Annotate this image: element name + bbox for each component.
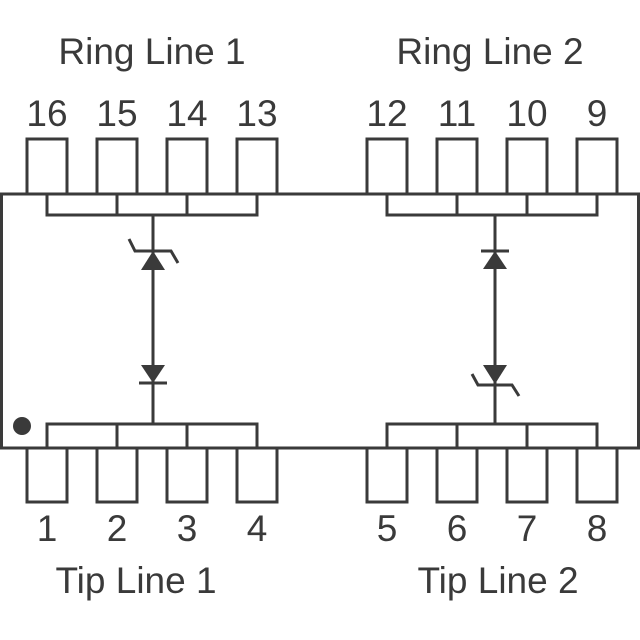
left-zener-diode	[127, 238, 180, 270]
pin-9	[575, 137, 619, 196]
tip-line-1-bus	[45, 422, 259, 450]
pin-number-4: 4	[247, 508, 268, 549]
pin-1-indicator-dot	[13, 417, 31, 435]
pin-number-16: 16	[26, 93, 67, 134]
pin-14	[165, 137, 209, 196]
tip-line-1-label: Tip Line 1	[55, 560, 216, 601]
pin-number-14: 14	[166, 93, 207, 134]
left-zener-triangle	[141, 251, 165, 270]
pin-1	[25, 446, 69, 504]
pin-number-12: 12	[366, 93, 407, 134]
pin-number-5: 5	[377, 508, 398, 549]
pin-number-7: 7	[517, 508, 538, 549]
pin-4	[235, 446, 279, 504]
pin-number-8: 8	[587, 508, 608, 549]
pin-10	[505, 137, 549, 196]
right-zener-bar	[470, 373, 521, 397]
top-pins	[25, 137, 619, 196]
tip-line-2-bus	[385, 422, 599, 450]
pin-number-9: 9	[587, 93, 608, 134]
right-zener-diode	[470, 365, 521, 397]
pin-7	[505, 446, 549, 504]
pin-number-13: 13	[236, 93, 277, 134]
right-protection-circuit	[470, 215, 521, 424]
pin-12	[365, 137, 409, 196]
pin-number-10: 10	[506, 93, 547, 134]
tip-line-2-label: Tip Line 2	[417, 560, 578, 601]
package-body	[0, 192, 640, 450]
pin-3	[165, 446, 209, 504]
pin-number-2: 2	[107, 508, 128, 549]
ring-line-2-bus	[385, 192, 599, 217]
left-zener-bar	[127, 238, 180, 264]
pin-number-1: 1	[37, 508, 58, 549]
ring-line-2-label: Ring Line 2	[396, 31, 583, 72]
pin-5	[365, 446, 409, 504]
pin-15	[95, 137, 139, 196]
pin-2	[95, 446, 139, 504]
pin-8	[575, 446, 619, 504]
bottom-pins	[25, 446, 619, 504]
pin-13	[235, 137, 279, 196]
pin-16	[25, 137, 69, 196]
pin-number-15: 15	[96, 93, 137, 134]
ring-line-1-bus	[45, 192, 259, 217]
right-diode	[481, 249, 509, 269]
pin-number-6: 6	[447, 508, 468, 549]
bus-bars	[45, 192, 599, 450]
pin-6	[435, 446, 479, 504]
left-diode-triangle	[141, 365, 165, 383]
left-diode	[139, 365, 167, 385]
ring-line-1-label: Ring Line 1	[58, 31, 245, 72]
pin-11	[435, 137, 479, 196]
pin-number-3: 3	[177, 508, 198, 549]
left-protection-circuit	[127, 215, 180, 424]
right-zener-triangle	[483, 365, 507, 384]
pin-number-11: 11	[438, 93, 476, 134]
right-diode-triangle	[483, 251, 507, 269]
